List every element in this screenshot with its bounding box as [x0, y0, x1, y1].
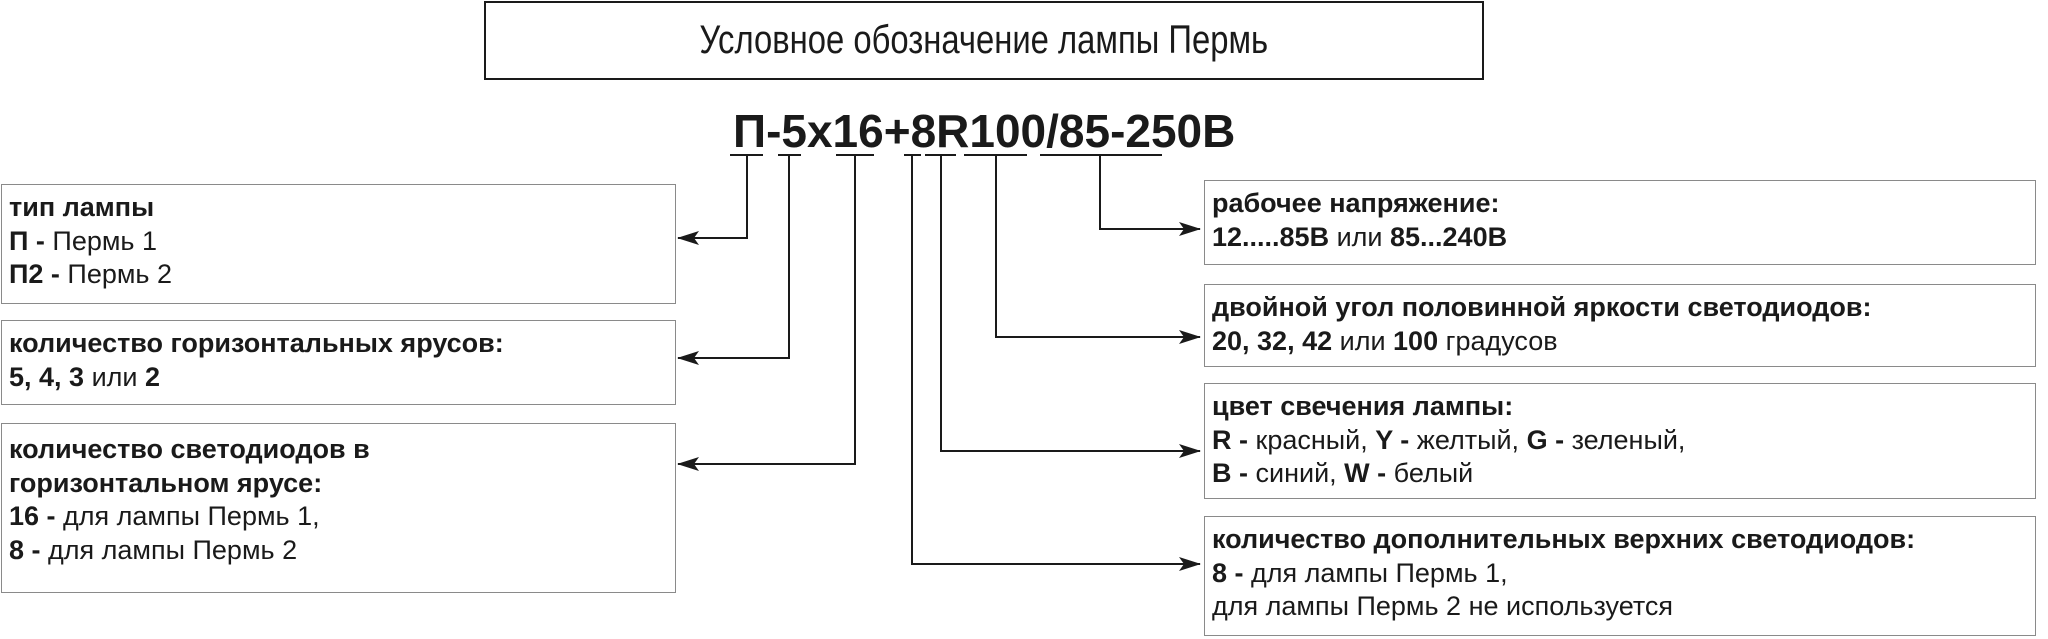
box-heading: количество светодиодов в — [9, 434, 370, 464]
connector-color — [940, 155, 1201, 458]
diagram-title: Условное обозначение лампы Пермь — [699, 18, 1269, 62]
box-line: 20, 32, 42 или 100 градусов — [1212, 325, 1558, 356]
connector-type — [677, 155, 748, 245]
box-line: 12.....85В или 85...240В — [1212, 221, 1508, 252]
box-line: для лампы Пермь 2 не используется — [1212, 591, 1674, 621]
connector-leds — [677, 155, 856, 471]
box-leds-per-tier: количество светодиодов в горизонтальном … — [1, 423, 676, 593]
box-heading: горизонтальном ярусе: — [9, 467, 323, 498]
connector-tiers — [677, 155, 790, 365]
box-line: П - Пермь 1 — [9, 225, 157, 256]
box-heading: тип лампы — [9, 192, 155, 222]
box-half-brightness-angle: двойной угол половинной яркости светодио… — [1204, 284, 2036, 367]
box-extra-top-leds: количество дополнительных верхних светод… — [1204, 516, 2036, 636]
box-line: 16 - для лампы Пермь 1, — [9, 501, 320, 531]
box-line: 8 - для лампы Пермь 2 — [9, 534, 298, 565]
box-lamp-type: тип лампы П - Пермь 1 П2 - Пермь 2 — [1, 184, 676, 304]
box-line: B - синий, W - белый — [1212, 458, 1474, 488]
title-box: Условное обозначение лампы Пермь — [484, 1, 1484, 80]
connector-voltage — [1099, 155, 1201, 236]
box-heading: рабочее напряжение: — [1212, 188, 1500, 218]
box-heading: количество горизонтальных ярусов: — [9, 328, 504, 358]
designation-code: П-5х16+8R100/85-250В — [733, 105, 1236, 157]
box-line: 5, 4, 3 или 2 — [9, 361, 161, 392]
box-horizontal-tiers: количество горизонтальных ярусов: 5, 4, … — [1, 320, 676, 405]
box-line: 8 - для лампы Пермь 1, — [1212, 557, 1508, 588]
connector-extra — [911, 155, 1201, 571]
box-heading: количество дополнительных верхних светод… — [1212, 524, 1916, 554]
box-operating-voltage: рабочее напряжение: 12.....85В или 85...… — [1204, 180, 2036, 265]
box-line: R - красный, Y - желтый, G - зеленый, — [1212, 424, 1686, 455]
box-glow-color: цвет свечения лампы: R - красный, Y - же… — [1204, 383, 2036, 499]
box-heading: цвет свечения лампы: — [1212, 391, 1514, 421]
connector-angle — [995, 155, 1201, 344]
box-line: П2 - Пермь 2 — [9, 259, 173, 289]
box-heading: двойной угол половинной яркости светодио… — [1212, 292, 1872, 322]
